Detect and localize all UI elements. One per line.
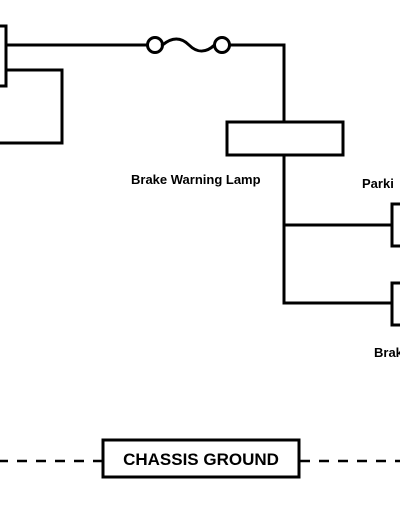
ignition-switch-body [0,24,8,88]
parking-brake-switch [390,202,400,248]
brake-warning-lamp-label: Brake Warning Lamp [131,172,261,187]
ignition-switch-loop-wire [0,68,64,145]
brake-warning-lamp [225,120,345,157]
chassis-ground-label: CHASSIS GROUND [123,450,279,469]
brake-fluid-switch [390,281,400,327]
lamp-to-switches-trunk [282,153,394,305]
chassis-ground-box [101,438,301,479]
fuse-element [160,37,217,53]
fuse-to-lamp-wire [228,43,286,124]
fuse-terminal-right [213,36,231,54]
brake-fluid-switch-label: Brak [374,345,400,360]
fuse-symbol [146,36,231,54]
parking-brake-switch-label: Parki [362,176,394,191]
fuse-terminal-left [146,36,164,54]
